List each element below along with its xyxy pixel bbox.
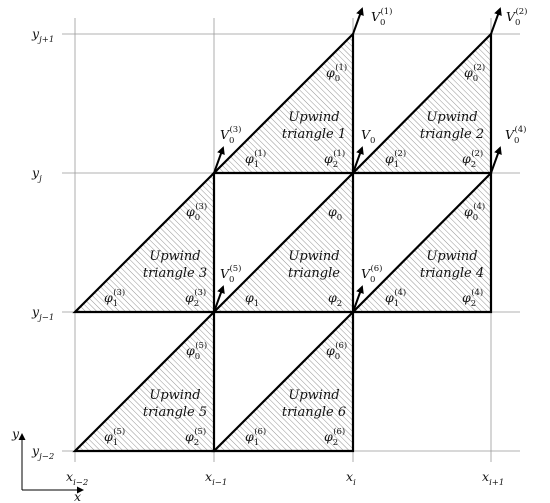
phi-label-t6-1: φ1(6) [245,426,266,448]
upwind-triangle-4 [350,170,493,314]
x-tick-label: xi [346,469,356,488]
velocity-label-4: V0(4) [505,124,527,146]
phi-label-t6-0: φ0(6) [326,340,347,362]
phi-labels: φ0(1) φ1(1) φ2(1) φ0(2) φ1(2) φ2(2) φ0(3… [104,62,485,448]
y-tick-labels: yj−2 yj−1 yj yj+1 [31,26,54,462]
velocity-label-1: V0(1) [371,6,393,28]
y-tick-label: yj−1 [31,304,54,323]
x-tick-label: xi−1 [205,469,227,488]
phi-label-t2-2: φ2(2) [462,148,483,170]
velocity-arrow-center [352,146,364,174]
velocity-arrow-6 [352,285,364,313]
phi-label-t5-0: φ0(5) [186,340,207,362]
axis-y-label: y [11,426,20,441]
phi-label-t4-0: φ0(4) [464,201,485,223]
axis-x-label: x [74,489,81,503]
velocity-label-3: V0(3) [220,124,242,146]
velocity-label-2: V0(2) [506,6,528,28]
velocity-labels: V0(1) V0(2) V0(3) V0 V0(4) V0(5) V0(6) [220,6,528,285]
phi-label-t2-1: φ1(2) [385,148,406,170]
phi-label-center-0: φ0 [328,204,342,223]
phi-label-t4-2: φ2(4) [462,287,483,309]
velocity-label-5: V0(5) [220,263,242,285]
x-tick-label: xi+1 [482,469,504,488]
velocity-label-6: V0(6) [361,263,383,285]
upwind-triangle-6 [211,309,355,453]
x-tick-labels: xi−2 xi−1 xi xi+1 [66,469,504,488]
phi-label-t1-2: φ2(1) [324,148,345,170]
phi-label-t1-1: φ1(1) [245,148,266,170]
upwind-triangle-3 [72,170,216,314]
phi-label-t4-1: φ1(4) [385,287,406,309]
velocity-arrow-4 [490,146,502,174]
upwind-triangle-5 [72,309,216,453]
velocity-arrow-2 [490,7,502,35]
phi-label-center-2: φ2 [328,290,342,309]
phi-label-t1-0: φ0(1) [326,62,347,84]
y-tick-label: yj+1 [31,26,54,45]
velocity-arrow-3 [213,146,225,174]
upwind-triangle-2 [350,31,493,175]
phi-label-t3-1: φ1(3) [104,287,125,309]
x-tick-label: xi−2 [66,469,88,488]
phi-label-t6-2: φ2(6) [324,426,345,448]
phi-label-t5-2: φ2(5) [185,426,206,448]
velocity-arrow-1 [352,7,364,35]
axes-indicator [18,433,84,494]
velocity-label-center: V0 [361,127,375,146]
y-tick-label: yj−2 [31,443,54,462]
upwind-triangle-center [211,170,355,314]
velocity-arrows [213,7,502,313]
triangles [72,31,493,453]
phi-label-t2-0: φ0(2) [464,62,485,84]
phi-label-t5-1: φ1(5) [104,426,125,448]
phi-label-t3-2: φ2(3) [185,287,206,309]
y-tick-label: yj [31,165,42,184]
phi-label-center-1: φ1 [245,290,259,309]
upwind-triangle-1 [211,31,355,175]
velocity-arrow-5 [213,285,225,313]
phi-label-t3-0: φ0(3) [186,201,207,223]
